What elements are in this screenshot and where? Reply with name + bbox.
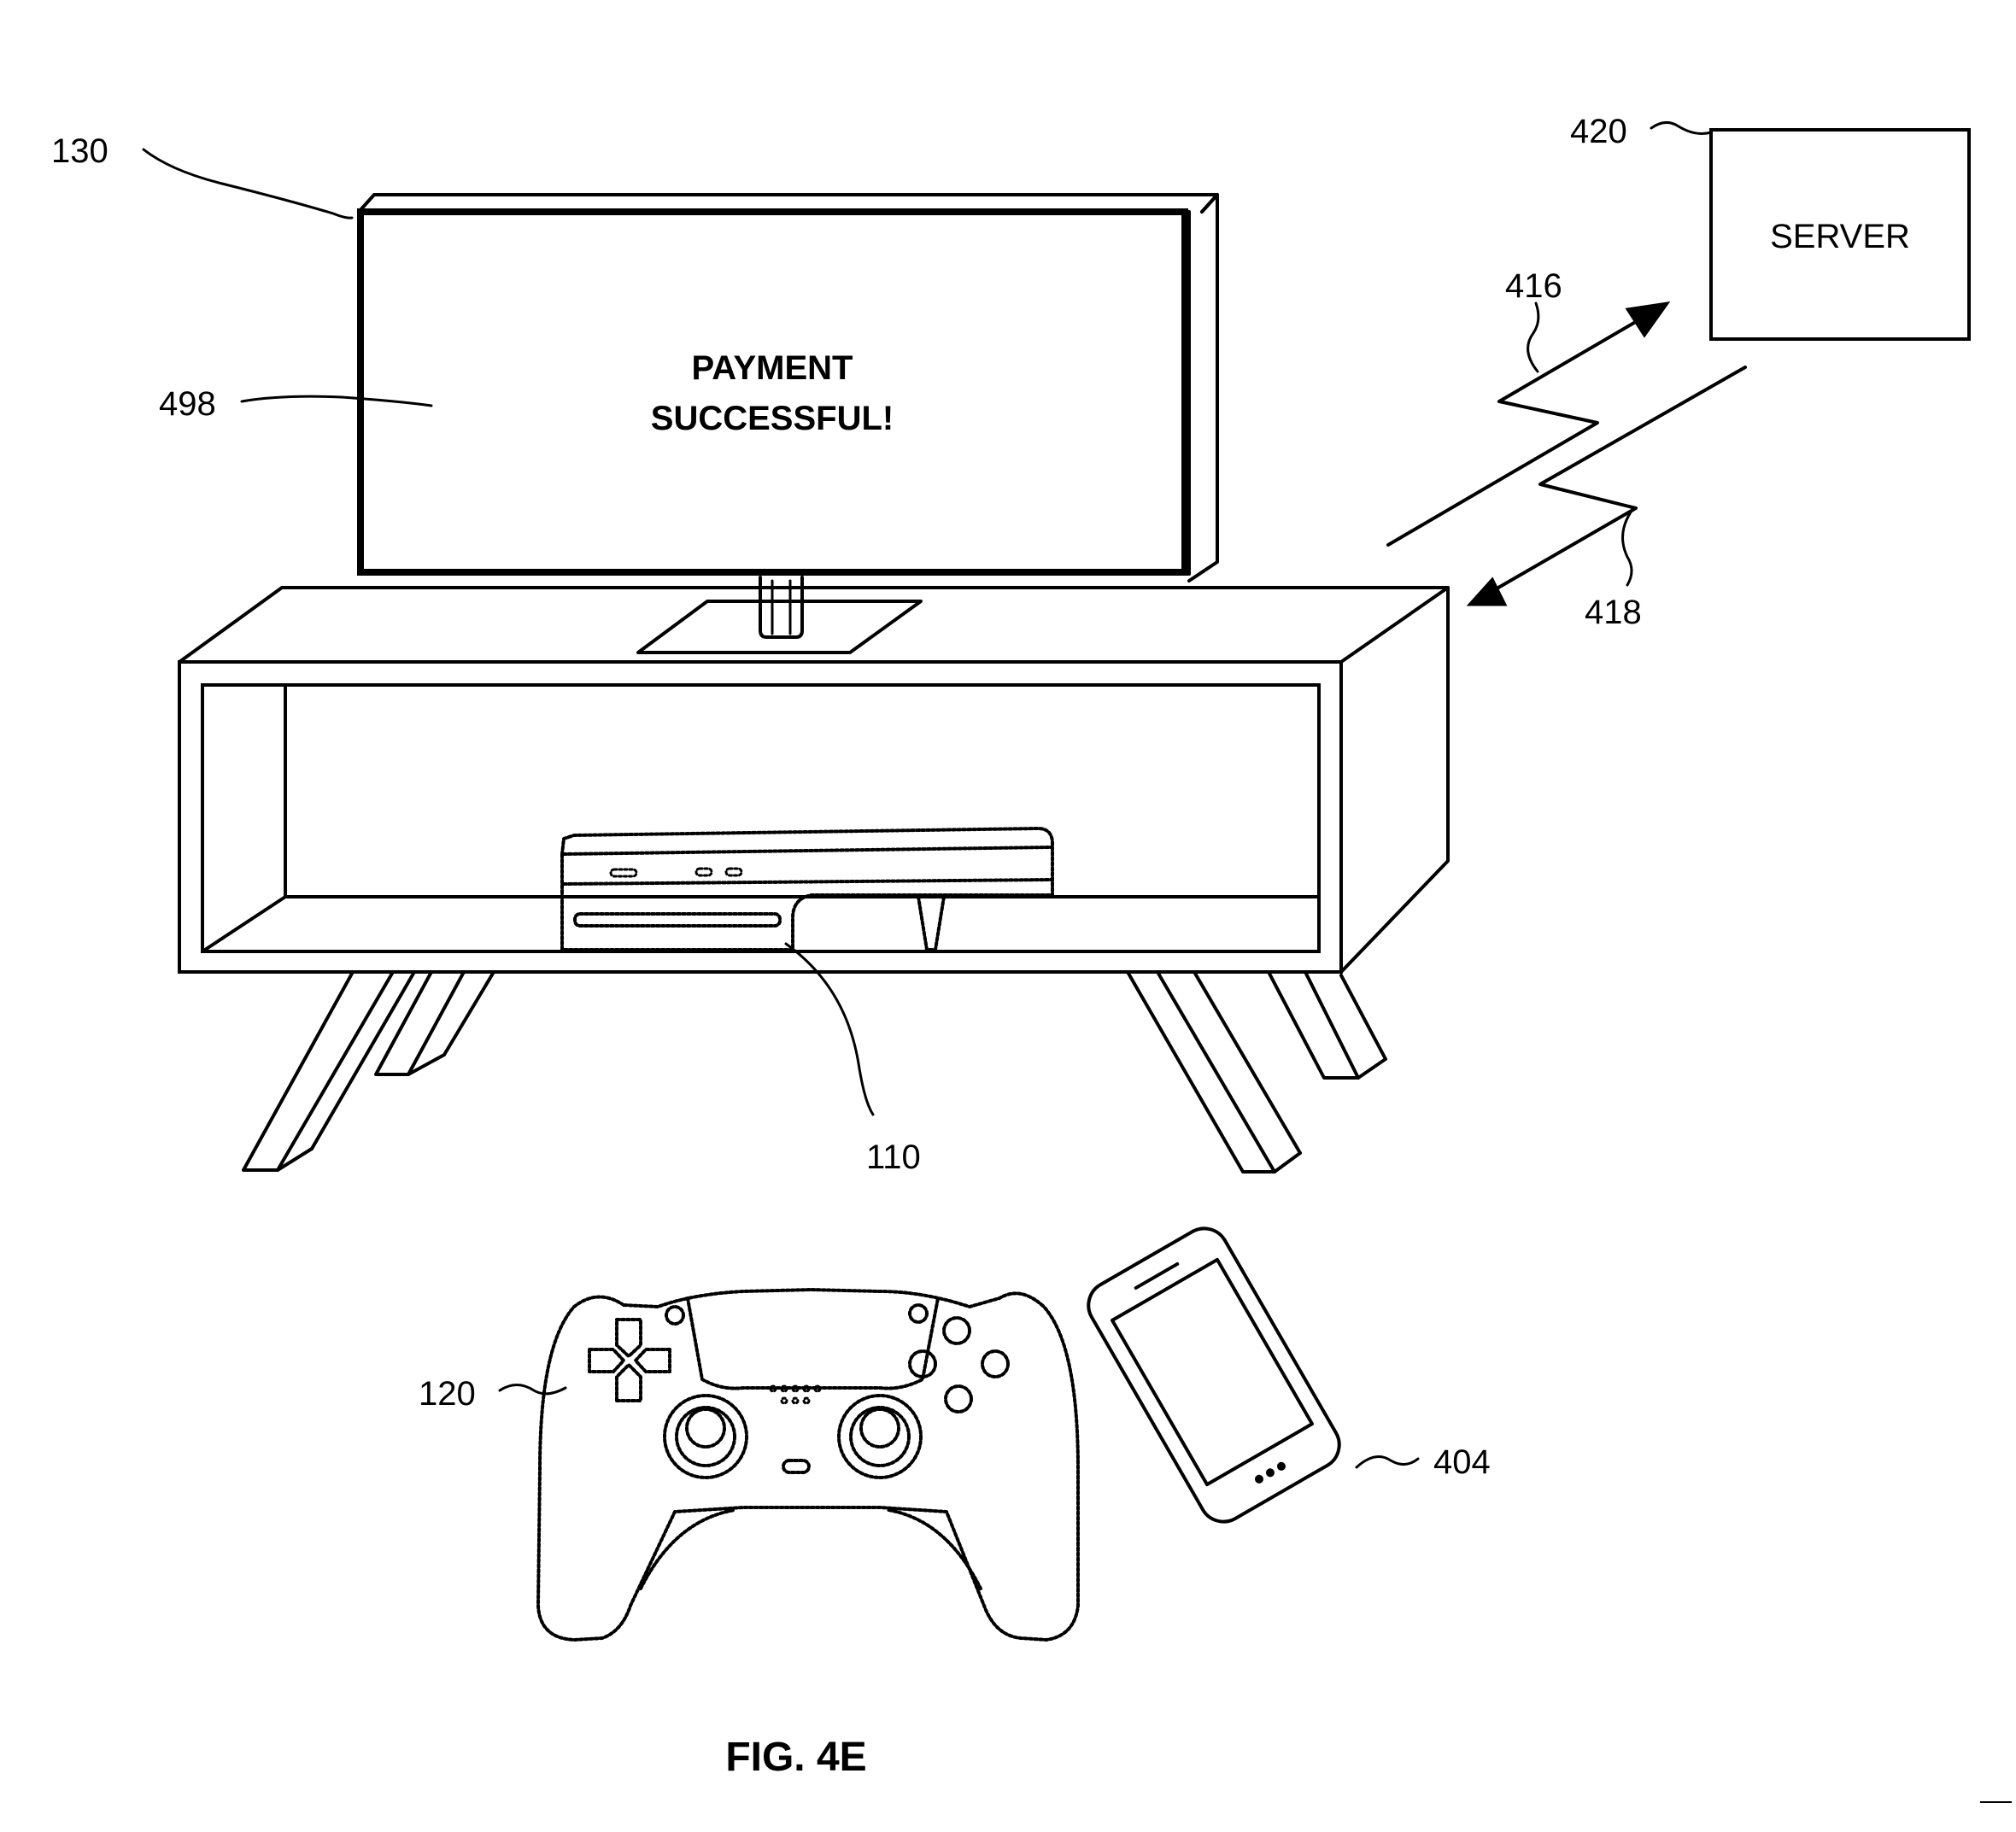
controller-grip-curve: [639, 1508, 736, 1590]
controller-face-buttons: [908, 1316, 1010, 1414]
cabinet-leg-detail: [1273, 1151, 1302, 1174]
ps-button: [782, 1459, 811, 1474]
controller-touchpad: [686, 1296, 940, 1390]
cabinet-leg-detail: [1339, 974, 1387, 1061]
phone-speaker: [1134, 1261, 1180, 1290]
create-button: [665, 1305, 685, 1326]
leader-line-404: [1355, 1455, 1420, 1469]
options-button: [908, 1303, 929, 1324]
cabinet-leg-detail: [407, 1053, 446, 1076]
server-label: SERVER: [1770, 218, 1910, 255]
cabinet-shelf-side: [203, 895, 287, 951]
cabinet-leg-front-left: [242, 970, 395, 1172]
dpad-left-icon: [588, 1348, 625, 1373]
console-groove: [562, 878, 1052, 886]
cabinet-leg-detail: [442, 970, 495, 1056]
dpad-up-icon: [615, 1318, 642, 1358]
console-stand: [917, 895, 946, 951]
controller-grip-curve: [887, 1508, 982, 1590]
game-controller: [536, 1288, 1080, 1642]
ref-numeral-120: 120: [419, 1375, 476, 1413]
phone-body: [1087, 1226, 1341, 1524]
cabinet-top-side: [178, 586, 1450, 974]
ref-numeral-130: 130: [51, 132, 108, 170]
console-groove: [562, 846, 1052, 856]
wireless-downlink-arrow: [1466, 366, 1747, 606]
controller-dpad: [588, 1318, 671, 1402]
server: SERVER: [1709, 128, 1971, 341]
tv-side-edge: [1187, 193, 1219, 582]
ref-numeral-416: 416: [1505, 267, 1562, 305]
left-thumbstick: [663, 1394, 748, 1479]
phone-screen: [1111, 1257, 1314, 1487]
console-port: [724, 867, 743, 877]
cabinet-leg-back-right: [1267, 970, 1360, 1080]
leader-line-420: [1650, 121, 1713, 135]
console-body: [560, 827, 1054, 951]
uplink-arrowhead: [1625, 301, 1671, 338]
ref-numeral-110: 110: [866, 1138, 921, 1176]
ref-numeral-418: 418: [1585, 594, 1642, 631]
square-button: [908, 1349, 937, 1378]
controller-speaker-dots: [769, 1384, 822, 1405]
smartphone: [1087, 1226, 1341, 1524]
server-box: [1709, 128, 1971, 341]
console-port: [609, 868, 638, 878]
phone-button-dot: [1255, 1474, 1264, 1484]
cross-button: [944, 1384, 973, 1414]
cabinet-leg-back-left: [374, 970, 466, 1076]
downlink-arrowhead: [1466, 577, 1508, 606]
tv-cabinet: [178, 586, 1450, 1174]
circle-button: [981, 1349, 1010, 1378]
leader-line-130: [142, 148, 354, 219]
leader-line-416: [1527, 301, 1540, 373]
cabinet-leg-front-right: [1126, 970, 1276, 1174]
ref-numeral-404: 404: [1433, 1443, 1491, 1481]
ref-numeral-420: 420: [1570, 113, 1627, 150]
triangle-button: [942, 1316, 971, 1345]
television: PAYMENT SUCCESSFUL!: [357, 193, 1219, 654]
ref-numeral-498: 498: [159, 385, 216, 423]
cabinet-opening: [201, 683, 1321, 953]
right-thumbstick: [837, 1394, 923, 1479]
tv-screen: [357, 208, 1188, 576]
console-port: [694, 867, 713, 877]
cabinet-leg-detail: [276, 1147, 314, 1172]
cabinet-leg-detail: [1193, 970, 1302, 1155]
wireless-uplink-arrow: [1386, 301, 1671, 547]
cabinet-front: [178, 660, 1343, 974]
screen-message-line1: PAYMENT: [692, 349, 853, 387]
phone-button-dot: [1266, 1468, 1275, 1478]
controller-body: [536, 1288, 1080, 1642]
dpad-down-icon: [615, 1363, 642, 1402]
leader-line-110: [784, 942, 875, 1116]
tv-stand-base: [636, 600, 923, 654]
cabinet-leg-detail: [1357, 1057, 1387, 1080]
figure-label: FIG. 4E: [725, 1735, 866, 1780]
screen-message-line2: SUCCESSFUL!: [651, 400, 894, 437]
dpad-right-icon: [634, 1348, 671, 1373]
tv-stand-neck: [759, 576, 804, 639]
cabinet-edge: [1339, 586, 1450, 664]
leader-line-498: [240, 395, 433, 407]
phone-button-dot: [1276, 1461, 1286, 1471]
leader-line-418: [1621, 509, 1633, 587]
console-disc-slot: [573, 912, 782, 928]
cabinet-leg-detail: [310, 970, 416, 1150]
leader-line-120: [498, 1384, 567, 1396]
game-console: [560, 827, 1054, 951]
